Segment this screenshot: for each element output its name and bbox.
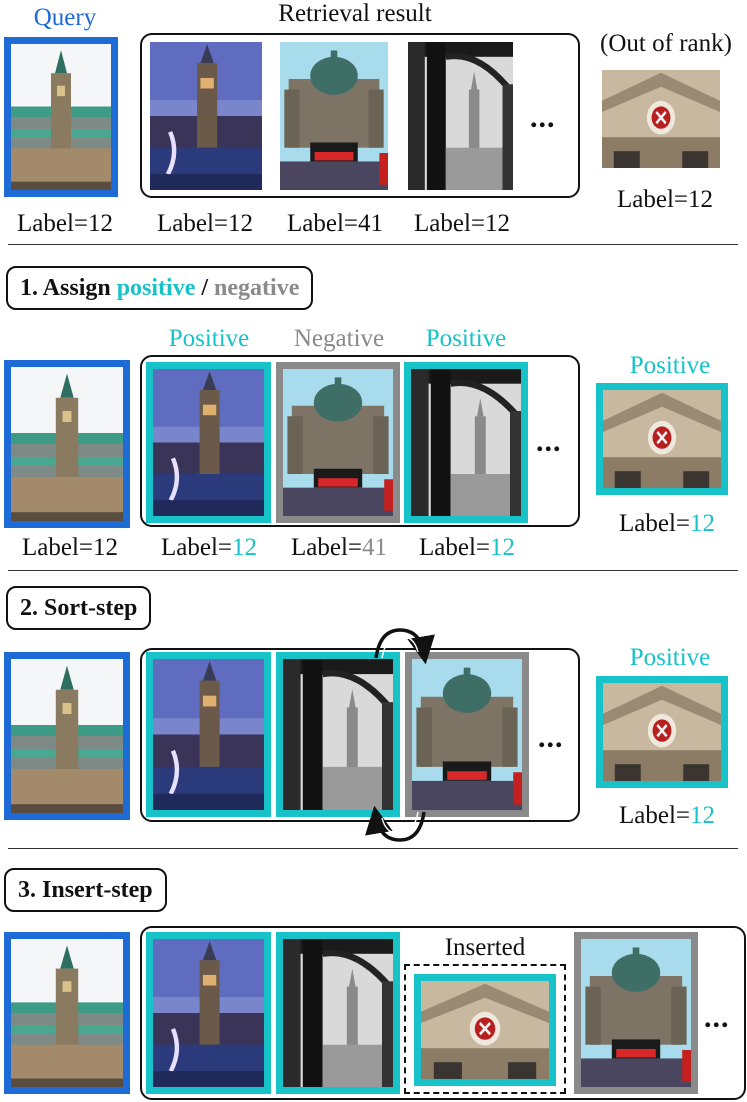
retrieval-image-3 — [408, 42, 513, 190]
step1-tag-2: Negative — [293, 325, 385, 352]
step1-result-box — [140, 355, 580, 527]
step3-image-2-positive — [276, 932, 400, 1094]
ellipsis: ... — [538, 721, 564, 754]
step1-title: 1. Assign positive / negative — [6, 266, 314, 310]
query-image — [4, 37, 118, 197]
retrieval-result-box — [140, 33, 580, 198]
retrieval-image-1 — [150, 42, 262, 190]
step2-title: 2. Sort-step — [6, 586, 152, 630]
step2-result-box — [140, 648, 580, 822]
query-label: Label=12 — [16, 210, 113, 237]
retrieval-title: Retrieval result — [278, 0, 432, 27]
step3-image-1-positive — [146, 932, 271, 1094]
inserted-dashed-box — [404, 964, 566, 1094]
step1-tag-1: Positive — [168, 325, 250, 352]
retrieval-label-1: Label=12 — [156, 210, 253, 237]
swap-arrow-top-icon — [374, 628, 435, 664]
step2-query-image — [4, 652, 130, 820]
retrieval-image-2 — [280, 42, 388, 190]
step1-tag-3: Positive — [425, 325, 507, 352]
out-of-rank-image — [602, 70, 720, 168]
retrieval-label-3: Label=12 — [413, 210, 510, 237]
inserted-label: Inserted — [444, 934, 526, 961]
step1-image-1-positive — [146, 362, 271, 523]
step3-query-image — [4, 932, 130, 1094]
ellipsis: ... — [530, 101, 556, 134]
step1-label-2: Label=41 — [290, 534, 387, 561]
step2-tag-out: Positive — [629, 644, 711, 671]
step3-title: 3. Insert-step — [4, 868, 167, 912]
ellipsis: ... — [704, 1001, 730, 1034]
swap-arrow-bottom-icon — [365, 806, 426, 842]
step3-result-box — [140, 926, 746, 1100]
step2-out-image-positive — [596, 676, 728, 788]
step1-out-image-positive — [596, 383, 728, 495]
step2-image-2-positive — [276, 652, 400, 817]
step2-image-3-negative — [405, 652, 529, 817]
divider-1 — [8, 244, 738, 245]
divider-2 — [8, 570, 738, 571]
step1-image-2-negative — [276, 362, 400, 523]
query-title: Query — [33, 4, 97, 31]
step2-out-label: Label=12 — [618, 802, 715, 829]
retrieval-label-2: Label=41 — [286, 210, 383, 237]
out-of-rank-title: (Out of rank) — [600, 30, 732, 57]
step1-out-label: Label=12 — [618, 510, 715, 537]
step1-query-image — [4, 360, 130, 528]
out-of-rank-label: Label=12 — [616, 186, 713, 213]
ellipsis: ... — [536, 425, 562, 458]
divider-3 — [8, 848, 738, 849]
step1-label-1: Label=12 — [160, 534, 257, 561]
step1-image-3-positive — [404, 362, 528, 523]
step1-label-3: Label=12 — [418, 534, 515, 561]
step2-image-1-positive — [146, 652, 271, 817]
step1-tag-out: Positive — [629, 352, 711, 379]
step1-query-label: Label=12 — [21, 534, 118, 561]
step3-inserted-image-positive — [414, 974, 556, 1086]
step3-image-4-negative — [574, 932, 698, 1094]
